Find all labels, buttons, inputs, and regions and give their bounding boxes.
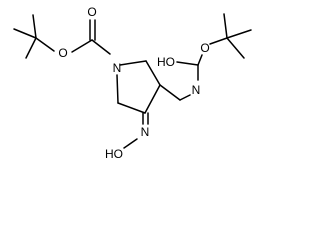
- bond-tbu-left-methyl-1: [13, 28, 37, 39]
- bond-ring-n-c2: [119, 60, 147, 66]
- atom-label-ring-nitrogen: N: [113, 61, 122, 75]
- bond-ester-oxygen-carbonyl: [71, 39, 93, 53]
- bond-ester-o-tbu: [209, 37, 228, 45]
- bond-ring-c3-c4: [144, 84, 161, 114]
- atom-label-oxime-hydroxyl: HO: [105, 147, 123, 161]
- bond-ring-c4-c5: [117, 102, 146, 114]
- bond-tbu-left-methyl-2: [32, 14, 37, 39]
- bond-carbamate-c-ester-o: [197, 54, 203, 66]
- bond-tbu-right-methyl-1: [223, 13, 228, 39]
- bond-tbu-right-methyl-3: [226, 37, 245, 59]
- atom-label-carbamate-nitrogen: N: [192, 83, 201, 97]
- atom-label-carbamate-hydroxyl: HO: [157, 55, 175, 69]
- chemical-structure: O O N HO O N N HO: [13, 5, 252, 161]
- bond-oxime-n-o: [123, 138, 138, 149]
- bond-ring-c5-n: [116, 74, 119, 104]
- pyrrolidine-ring: [116, 60, 161, 114]
- atom-label-carbamate-ester-oxygen: O: [200, 41, 209, 55]
- atom-label-carbonyl-oxygen-left: O: [87, 5, 96, 19]
- bond-carbamate-c-hydroxyl: [176, 61, 199, 66]
- left-boc-group: [13, 14, 111, 59]
- bond-carbonyl-ring-nitrogen: [91, 39, 111, 55]
- bond-ring-c3-ch2: [159, 84, 181, 101]
- oxime-group: [123, 112, 149, 149]
- atom-label-oxime-nitrogen: N: [141, 125, 150, 139]
- bond-tbu-right-methyl-2: [226, 29, 252, 39]
- carbamate-side-chain: [159, 13, 252, 101]
- bond-ring-c2-c3: [145, 60, 161, 86]
- bond-tbu-left-methyl-3: [25, 37, 37, 59]
- atom-labels: O O N HO O N N HO: [58, 5, 209, 161]
- atom-label-ester-oxygen-left: O: [58, 46, 67, 60]
- bond-tbu-left-to-oxygen: [35, 37, 55, 52]
- bond-ch2-nitrogen: [179, 94, 191, 101]
